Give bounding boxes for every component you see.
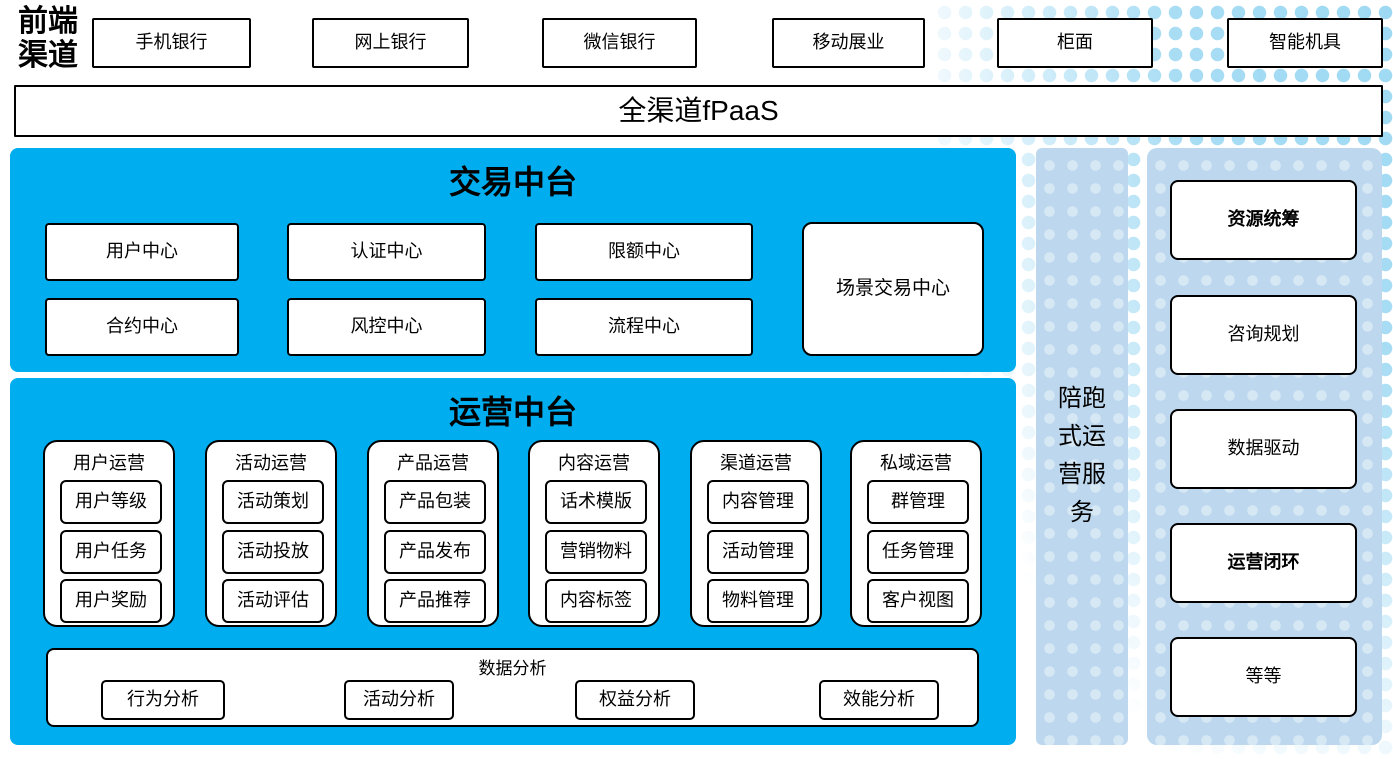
analysis-item-activity: 活动分析: [344, 680, 454, 720]
service-box-resource: 资源统筹: [1170, 180, 1357, 260]
ops-column-item: 活动策划: [222, 480, 324, 524]
ops-column-header: 活动运营: [235, 453, 307, 473]
channel-box-mobile-banking: 手机银行: [92, 18, 251, 68]
operation-platform-title: 运营中台: [448, 393, 577, 431]
center-box-user: 用户中心: [45, 223, 239, 281]
ops-column-private-domain: 私域运营 群管理 任务管理 客户视图: [850, 440, 982, 627]
ops-column-item: 群管理: [867, 480, 969, 524]
transaction-platform-panel: 交易中台 用户中心 认证中心 限额中心 合约中心 风控中心 流程中心 场景交易中…: [10, 148, 1016, 372]
ops-column-item: 内容管理: [707, 480, 809, 524]
operation-platform-panel: 运营中台 用户运营 用户等级 用户任务 用户奖励 活动运营 活动策划 活动投放 …: [10, 378, 1016, 745]
transaction-platform-title: 交易中台: [448, 163, 577, 201]
fpaas-bar: 全渠道fPaaS: [14, 85, 1383, 137]
scenario-transaction-center-box: 场景交易中心: [802, 222, 984, 356]
ops-column-item: 话术模版: [545, 480, 647, 524]
ops-column-item: 营销物料: [545, 530, 647, 574]
ops-column-item: 产品发布: [384, 530, 486, 574]
analysis-item-rights: 权益分析: [575, 680, 695, 720]
ops-column-item: 活动评估: [222, 579, 324, 623]
ops-column-item: 用户等级: [60, 480, 162, 524]
channel-box-wechat-banking: 微信银行: [542, 18, 697, 68]
analysis-item-efficiency: 效能分析: [819, 680, 939, 720]
data-analysis-section: 数据分析 行为分析 活动分析 权益分析 效能分析: [46, 648, 979, 727]
ops-column-item: 物料管理: [707, 579, 809, 623]
ops-column-item: 内容标签: [545, 579, 647, 623]
companion-service-bar: 陪跑式运营服务: [1036, 148, 1128, 745]
ops-column-channel: 渠道运营 内容管理 活动管理 物料管理: [690, 440, 822, 627]
channel-box-mobile-outreach: 移动展业: [772, 18, 925, 68]
ops-column-user: 用户运营 用户等级 用户任务 用户奖励: [43, 440, 175, 627]
ops-column-header: 渠道运营: [720, 453, 792, 473]
ops-column-item: 产品包装: [384, 480, 486, 524]
center-box-risk: 风控中心: [287, 298, 486, 356]
ops-column-item: 任务管理: [867, 530, 969, 574]
channel-box-online-banking: 网上银行: [312, 18, 469, 68]
service-box-consulting: 咨询规划: [1170, 295, 1357, 375]
center-box-auth: 认证中心: [287, 223, 486, 281]
channel-box-counter: 柜面: [997, 18, 1153, 68]
service-box-etc: 等等: [1170, 637, 1357, 717]
ops-column-header: 私域运营: [880, 453, 952, 473]
ops-column-item: 产品推荐: [384, 579, 486, 623]
ops-column-item: 活动管理: [707, 530, 809, 574]
center-box-contract: 合约中心: [45, 298, 239, 356]
data-analysis-title: 数据分析: [478, 659, 547, 678]
ops-column-item: 用户任务: [60, 530, 162, 574]
service-panel: 资源统筹 咨询规划 数据驱动 运营闭环 等等: [1147, 148, 1382, 745]
ops-column-item: 活动投放: [222, 530, 324, 574]
center-box-limit: 限额中心: [535, 223, 753, 281]
ops-column-item: 客户视图: [867, 579, 969, 623]
service-box-data-driven: 数据驱动: [1170, 409, 1357, 489]
ops-column-product: 产品运营 产品包装 产品发布 产品推荐: [367, 440, 499, 627]
ops-column-header: 产品运营: [397, 453, 469, 473]
channel-box-smart-machines: 智能机具: [1227, 18, 1383, 68]
ops-column-header: 用户运营: [73, 453, 145, 473]
center-box-process: 流程中心: [535, 298, 753, 356]
ops-column-item: 用户奖励: [60, 579, 162, 623]
ops-column-activity: 活动运营 活动策划 活动投放 活动评估: [205, 440, 337, 627]
companion-service-label: 陪跑式运营服务: [1058, 385, 1106, 526]
ops-column-header: 内容运营: [558, 453, 630, 473]
front-channels-label: 前端渠道: [18, 4, 78, 73]
service-box-closed-loop: 运营闭环: [1170, 523, 1357, 603]
analysis-item-behavior: 行为分析: [101, 680, 225, 720]
ops-column-content: 内容运营 话术模版 营销物料 内容标签: [528, 440, 660, 627]
